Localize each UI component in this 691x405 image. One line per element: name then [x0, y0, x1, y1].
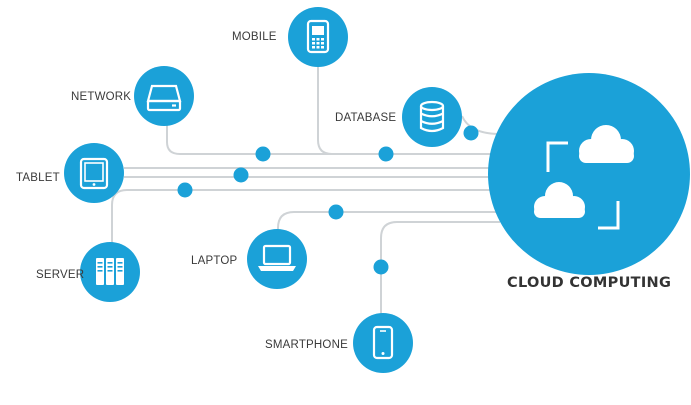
diagram-title: CLOUD COMPUTING [507, 275, 671, 291]
connector-lines [111, 62, 501, 316]
connector-dots [177, 125, 479, 275]
node-server: SERVER [36, 242, 140, 302]
laptop-icon [258, 244, 296, 271]
node-label-server: SERVER [36, 269, 84, 281]
node-label-network: NETWORK [71, 91, 131, 103]
clouds-icon [534, 125, 634, 230]
node-label-database: DATABASE [335, 112, 396, 124]
tablet-icon [79, 157, 109, 190]
node-label-laptop: LAPTOP [191, 255, 237, 267]
connector-dot [463, 125, 479, 141]
cloud-hub-circle [488, 73, 690, 275]
mobile-phone-icon [306, 19, 330, 54]
connector-dot [328, 204, 344, 220]
connector-server [111, 189, 500, 248]
node-label-mobile: MOBILE [232, 31, 277, 43]
node-circle [134, 66, 194, 126]
node-circle [64, 143, 124, 203]
node-laptop: LAPTOP [191, 229, 307, 289]
database-icon [419, 100, 445, 133]
node-smartphone: SMARTPHONE [265, 313, 413, 373]
smartphone-icon [372, 325, 394, 360]
connector-network [166, 120, 500, 155]
node-label-tablet: TABLET [16, 172, 60, 184]
server-icon [96, 258, 124, 285]
network-drive-icon [146, 84, 182, 112]
connector-smartphone [380, 221, 500, 316]
connector-dot [373, 259, 389, 275]
node-circle [288, 7, 348, 67]
connector-dot [177, 182, 193, 198]
node-network: NETWORK [71, 66, 194, 126]
node-tablet: TABLET [16, 143, 124, 203]
connector-laptop [277, 211, 500, 240]
node-database: DATABASE [335, 87, 462, 147]
connector-dot [233, 167, 249, 183]
node-circle [247, 229, 307, 289]
node-mobile: MOBILE [232, 7, 348, 67]
node-label-smartphone: SMARTPHONE [265, 339, 348, 351]
connector-dot [255, 146, 271, 162]
node-circle [353, 313, 413, 373]
cloud-hub: CLOUD COMPUTING [488, 73, 690, 291]
connector-dot [378, 146, 394, 162]
